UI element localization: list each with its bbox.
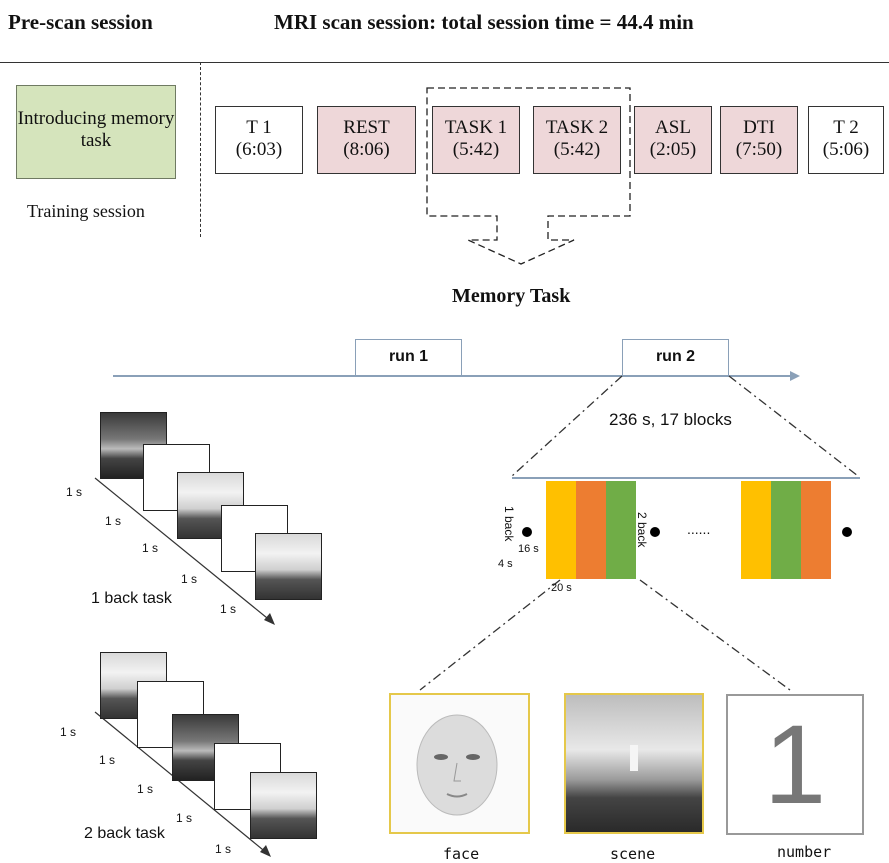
time-label: 1 s [181,572,198,586]
scene-stimulus-frame [564,693,704,834]
zoom-line-left [511,375,623,477]
stim-zoom-line-right [639,579,791,691]
one-back-vertical-label: 1 back [502,506,516,542]
time-label: 1 s [66,485,83,499]
memory-task-title: Memory Task [452,285,571,307]
run-timeline-arrowhead [790,371,800,381]
scan-time: (8:06) [343,139,390,160]
scan-box-dti: DTI (7:50) [720,106,798,174]
stim-zoom-line-left [419,579,561,691]
scan-name: DTI [743,117,775,138]
run1-box: run 1 [355,339,462,376]
scan-time: (5:42) [452,139,500,160]
block-duration: 20 s [551,582,572,594]
rest-duration: 4 s [498,558,513,570]
scene-label: scene [610,845,656,863]
scan-name: TASK 2 [545,117,609,138]
scan-time: (5:06) [822,139,870,160]
one-back-axis-arrowhead [264,613,275,625]
scan-name: TASK 1 [444,117,508,138]
header-divider [0,62,889,63]
stimulus-image-scene [255,533,322,600]
block-orange [576,481,606,579]
face-stimulus-frame [389,693,530,834]
time-label: 1 s [60,725,77,739]
scan-box-t1: T 1 (6:03) [215,106,303,174]
number-label: number [777,843,832,861]
task-dashed-bracket [426,87,631,265]
scan-box-t2: T 2 (5:06) [808,106,884,174]
stimulus-image-scene [250,772,317,839]
time-label: 1 s [220,602,237,616]
fixation-duration: 16 s [518,543,539,555]
scan-box-task1: TASK 1 (5:42) [432,106,520,174]
scan-time: (2:05) [649,139,697,160]
face-label: face [443,845,480,863]
scan-box-rest: REST (8:06) [317,106,416,174]
time-label: 1 s [99,753,116,767]
run-info: 236 s, 17 blocks [609,410,732,429]
training-box: Introducing memory task [16,85,176,179]
fixation-dot [650,527,660,537]
one-back-task-label: 1 back task [91,590,172,607]
mri-header: MRI scan session: total session time = 4… [274,10,694,34]
training-caption: Training session [27,201,145,221]
scan-name: REST [343,117,390,138]
time-label: 1 s [215,842,232,856]
time-label: 1 s [142,541,159,555]
time-label: 1 s [137,782,154,796]
fixation-dot [842,527,852,537]
scan-name: ASL [655,117,691,138]
scan-name: T 1 [246,117,272,138]
block-yellow [741,481,771,579]
two-back-axis-arrowhead [260,845,271,857]
time-label: 1 s [176,811,193,825]
face-icon [416,714,498,816]
two-back-task-label: 2 back task [84,825,165,842]
fixation-dot [522,527,532,537]
scan-time: (6:03) [235,139,283,160]
time-label: 1 s [105,514,122,528]
scan-box-asl: ASL (2:05) [634,106,712,174]
scan-time: (5:42) [553,139,601,160]
scan-time: (7:50) [735,139,783,160]
session-divider [200,62,201,237]
two-back-time-axis [94,711,269,855]
scan-box-task2: TASK 2 (5:42) [533,106,621,174]
one-back-time-axis [94,477,273,623]
number-stimulus-frame: 1 [726,694,864,835]
run2-box: run 2 [622,339,729,376]
training-box-label: Introducing memory task [17,108,175,151]
block-yellow [546,481,576,579]
pagoda-icon [630,745,638,771]
block-green [606,481,636,579]
two-back-vertical-label: 2 back [635,512,649,548]
block-orange [801,481,831,579]
scan-name: T 2 [833,117,859,138]
ellipsis: ...... [687,521,711,537]
prescan-header: Pre-scan session [8,10,153,34]
number-digit: 1 [763,702,827,827]
zoom-line-right [728,375,859,477]
block-green [771,481,801,579]
